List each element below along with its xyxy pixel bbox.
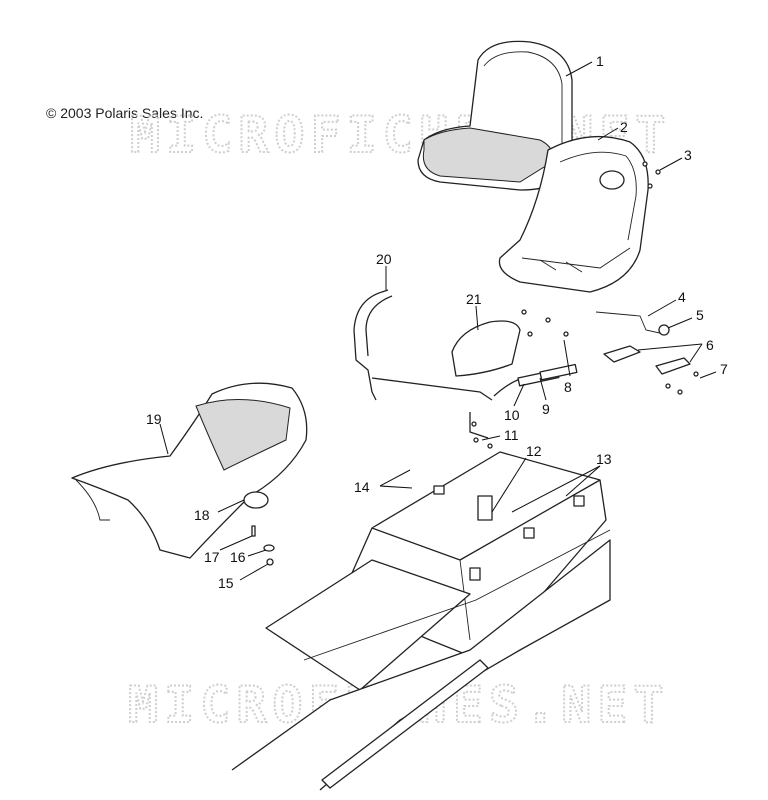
callout-8: 8 [564, 379, 572, 395]
callout-15: 15 [218, 575, 234, 591]
callout-21: 21 [466, 291, 482, 307]
latch-rod [595, 311, 665, 335]
callout-5: 5 [696, 307, 704, 323]
screw-set-3 [642, 161, 661, 189]
callout-20: 20 [376, 251, 392, 267]
grab-handle [353, 289, 547, 439]
callout-6: 6 [706, 337, 714, 353]
seat-cushion [417, 40, 573, 191]
fastener-set-11 [471, 421, 493, 449]
hardware-15-17 [251, 525, 275, 566]
spacer-tubes [517, 363, 578, 387]
latch-brackets [603, 345, 691, 375]
callout-2: 2 [620, 119, 628, 135]
callout-7: 7 [720, 361, 728, 377]
callout-11: 11 [504, 427, 519, 443]
callout-9: 9 [542, 401, 550, 417]
callout-1: 1 [596, 53, 604, 69]
callout-17: 17 [204, 549, 220, 565]
callout-13: 13 [596, 451, 612, 467]
seat-reflector [243, 491, 269, 509]
callout-14: 14 [354, 479, 370, 495]
screw-set-7 [665, 371, 699, 395]
tunnel-frame [231, 451, 611, 791]
bolt-set-8 [521, 309, 569, 337]
latch-knob [658, 324, 670, 336]
callout-12: 12 [526, 443, 542, 459]
callout-labels: 1 2 3 4 5 6 7 8 9 10 11 12 13 14 15 16 1… [146, 53, 728, 591]
callout-16: 16 [230, 549, 246, 565]
callout-19: 19 [146, 411, 162, 427]
seat-base [498, 135, 649, 293]
backrest-pad [451, 320, 521, 377]
callout-10: 10 [504, 407, 520, 423]
leader-lines [159, 61, 717, 581]
copyright-notice: © 2003 Polaris Sales Inc. [46, 105, 204, 121]
callout-18: 18 [194, 507, 210, 523]
rear-seat [71, 382, 308, 559]
callout-4: 4 [678, 289, 686, 305]
callout-3: 3 [684, 147, 692, 163]
